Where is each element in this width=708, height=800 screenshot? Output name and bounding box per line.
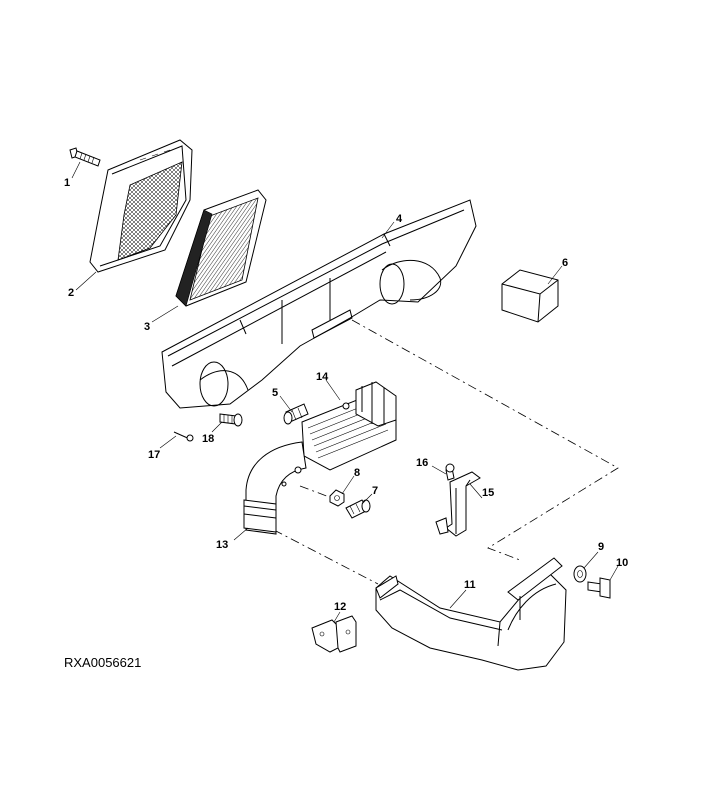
part-9-washer xyxy=(573,565,587,583)
callout-7: 7 xyxy=(372,485,378,497)
part-1-bolt xyxy=(69,147,101,167)
part-5-bolt xyxy=(283,403,309,425)
callout-16: 16 xyxy=(416,457,428,469)
part-7-bolt xyxy=(345,499,371,519)
part-2-filter-cover xyxy=(89,139,193,273)
part-6-block xyxy=(501,269,559,323)
callout-15: 15 xyxy=(482,487,494,499)
callout-18: 18 xyxy=(202,433,214,445)
part-4-filter-housing xyxy=(161,199,477,409)
part-16-bolt xyxy=(445,463,455,481)
callout-8: 8 xyxy=(354,467,360,479)
callout-13: 13 xyxy=(216,539,228,551)
callout-9: 9 xyxy=(598,541,604,553)
part-10-bolt xyxy=(587,577,611,599)
callout-14: 14 xyxy=(316,371,329,383)
part-12-clip xyxy=(311,615,357,653)
callout-2: 2 xyxy=(68,287,74,299)
callout-6: 6 xyxy=(562,257,568,269)
part-11-outlet-duct xyxy=(375,557,567,671)
part-13-elbow-hose xyxy=(243,441,307,535)
alignment-lines xyxy=(273,319,619,585)
part-3-filter-element xyxy=(175,189,267,307)
part-17-pin xyxy=(173,431,194,442)
part-18-screw xyxy=(219,413,243,427)
part-8-nut xyxy=(329,489,345,507)
figure-reference: RXA0056621 xyxy=(64,655,141,670)
callout-10: 10 xyxy=(616,557,628,569)
part-15-bracket xyxy=(435,471,481,537)
callout-11: 11 xyxy=(464,579,476,591)
callout-12: 12 xyxy=(334,601,346,613)
callout-4: 4 xyxy=(396,213,403,225)
callout-17: 17 xyxy=(148,449,160,461)
callouts: 1 2 3 4 5 6 7 8 9 10 11 12 13 14 15 16 1… xyxy=(64,177,628,613)
leader-lines xyxy=(71,161,619,623)
callout-3: 3 xyxy=(144,321,150,333)
callout-5: 5 xyxy=(272,387,278,399)
part-14-cooler xyxy=(301,381,397,471)
callout-1: 1 xyxy=(64,177,70,189)
